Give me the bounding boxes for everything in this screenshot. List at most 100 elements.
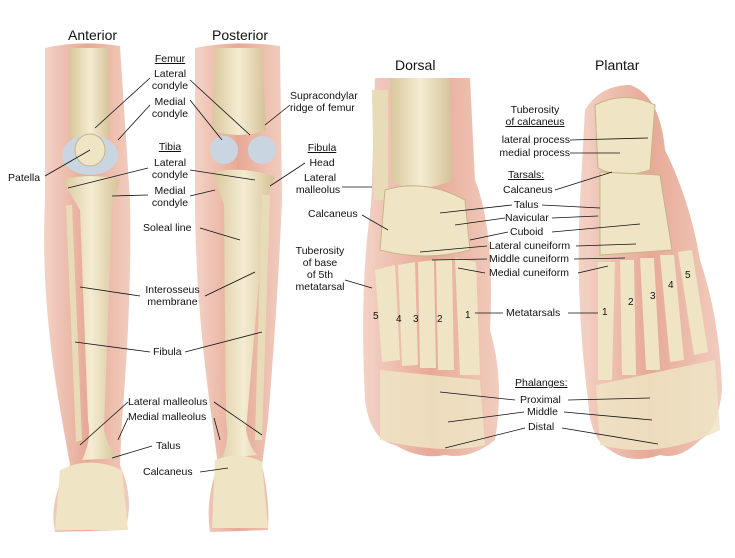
dorsal-tibia-bone <box>390 78 452 189</box>
label-interosseus-1: Interosseus <box>145 284 200 296</box>
plantar-metatarsal-2 <box>620 260 636 375</box>
leader-proximal-dorsal <box>439 391 516 401</box>
label-lateral-condyle-1: Lateral <box>153 68 187 80</box>
leader-medial-malleolus-ant <box>117 417 129 441</box>
label-tuberosity-base-1: Tuberosity <box>295 245 345 257</box>
leader-lines <box>44 77 659 473</box>
leader-soleal <box>199 227 241 241</box>
plantar-number-3: 3 <box>650 291 656 302</box>
leader-med-cun-dorsal <box>457 267 486 274</box>
posterior-leg <box>195 43 282 533</box>
heading-plantar: Plantar <box>595 57 640 73</box>
label-medial-malleolus: Medial malleolus <box>128 411 207 423</box>
label-medial-condyle-1: Medial <box>154 96 186 108</box>
posterior-heel-bones <box>212 455 268 528</box>
label-distal: Distal <box>528 421 555 433</box>
leader-tibia-medial <box>111 194 149 197</box>
leader-distal-plantar <box>561 427 659 445</box>
label-tuberosity-base-4: metatarsal <box>295 281 345 293</box>
plantar-phalanges <box>596 360 720 450</box>
label-medial-process: medial process <box>499 147 570 159</box>
label-tibia-lateral-2: condyle <box>151 169 189 181</box>
posterior-fibula-bone <box>255 195 270 440</box>
leader-lat-cun-plantar <box>575 243 637 247</box>
plantar-calcaneus-bone <box>594 97 656 175</box>
dorsal-metatarsal-1 <box>455 258 480 375</box>
leader-lateral-process <box>569 137 649 141</box>
leader-lateral-malleolus-post <box>213 401 263 436</box>
label-lateral-process: lateral process <box>501 134 570 146</box>
plantar-tarsal-bones <box>599 171 673 256</box>
leader-interosseus-ant <box>79 286 141 297</box>
leader-lateral-malleolus-ant <box>79 401 129 446</box>
plantar-metatarsal-1 <box>598 262 615 380</box>
label-talus: Talus <box>156 440 181 452</box>
plantar-metatarsal-4 <box>660 255 684 362</box>
label-lateral-cuneiform: Lateral cuneiform <box>489 240 571 252</box>
dorsal-number-5: 5 <box>373 311 379 322</box>
leader-calcaneus-plantar <box>554 171 613 191</box>
leader-navicular-dorsal <box>454 217 506 226</box>
label-soleal-line: Soleal line <box>143 222 192 234</box>
label-tarsals: Tarsals: <box>508 169 545 181</box>
label-femur: Femur <box>154 53 186 65</box>
leader-tibia-medial-post <box>189 189 216 197</box>
label-talus-foot: Talus <box>514 199 539 211</box>
leader-fibula-ant <box>74 341 151 353</box>
dorsal-number-1: 1 <box>465 310 471 321</box>
posterior-medial-condyle <box>210 136 238 164</box>
label-patella: Patella <box>8 172 41 184</box>
leader-fibula-post <box>184 331 263 353</box>
leader-fibula-head <box>269 162 306 187</box>
label-phalanges: Phalanges: <box>515 377 568 389</box>
anterior-foot-bones <box>55 462 128 530</box>
label-lateral-condyle-2: condyle <box>151 80 189 92</box>
label-tibia-lateral-1: Lateral <box>153 157 187 169</box>
plantar-number-1: 1 <box>602 307 608 318</box>
label-calcaneus-plantar: Calcaneus <box>503 184 553 196</box>
dorsal-phalanges <box>380 370 485 449</box>
leader-proximal-plantar <box>567 397 651 401</box>
leader-mid-cun-dorsal <box>431 258 488 261</box>
leader-tuberosity-base <box>344 279 373 289</box>
anterior-tibia-bone <box>62 176 120 460</box>
leader-med-cun-plantar <box>577 265 609 274</box>
plantar-metatarsal-3 <box>640 258 660 370</box>
leader-lat-cun-dorsal <box>419 245 488 253</box>
label-supracondylar-2: ridge of femur <box>290 102 355 114</box>
leader-patella <box>44 149 91 177</box>
posterior-lateral-condyle <box>248 136 276 164</box>
heading-anterior: Anterior <box>68 27 118 43</box>
leader-medial-malleolus-post <box>213 417 221 441</box>
dorsal-metatarsal-4 <box>398 262 418 366</box>
leader-medial-condyle-post <box>189 99 223 141</box>
leader-lateral-condyle-post <box>189 79 251 136</box>
label-medial-cuneiform: Medial cuneiform <box>489 267 569 279</box>
dorsal-number-4: 4 <box>396 314 402 325</box>
label-tuberosity-base-3: of 5th <box>306 269 334 281</box>
leader-navicular-plantar <box>551 215 599 219</box>
leader-distal-dorsal <box>444 427 526 449</box>
label-tuberosity-calcaneus-1: Tuberosity <box>510 104 560 116</box>
leader-talus-plantar <box>541 204 601 209</box>
leader-mid-cun-plantar <box>573 257 626 260</box>
label-tibia: Tibia <box>158 141 182 153</box>
label-middle: Middle <box>527 406 558 418</box>
posterior-tibia-bone <box>212 169 275 458</box>
leader-tibia-lateral <box>67 167 149 189</box>
anterior-fibula-bone <box>66 205 82 442</box>
plantar-number-2: 2 <box>628 297 634 308</box>
label-calcaneus: Calcaneus <box>143 466 193 478</box>
label-fibula: Fibula <box>153 346 182 358</box>
leader-medial-condyle <box>117 104 151 141</box>
plantar-number-5: 5 <box>685 270 691 281</box>
dorsal-metatarsal-3 <box>418 260 436 368</box>
label-medial-condyle-2: condyle <box>151 108 189 120</box>
plantar-metatarsal-5 <box>678 250 708 355</box>
label-lateral-malleolus: Lateral malleolus <box>128 396 208 408</box>
plantar-foot <box>578 85 722 459</box>
leader-middle-plantar <box>563 411 653 421</box>
dorsal-fibula-bone <box>372 90 388 200</box>
